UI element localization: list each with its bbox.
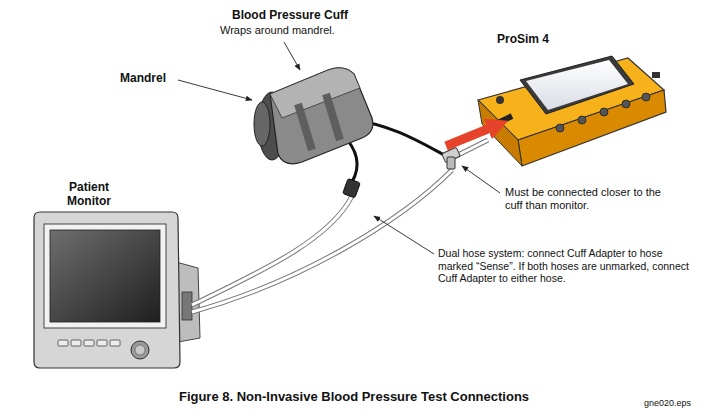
insert-arrow bbox=[446, 124, 500, 146]
note: Must be connected closer to the cuff tha… bbox=[505, 186, 663, 212]
part-note: Wraps around mandrel. bbox=[220, 24, 370, 37]
part-name: ProSim 4 bbox=[497, 32, 577, 46]
part-name: Patient Monitor bbox=[56, 180, 122, 209]
part-name: Blood Pressure Cuff bbox=[232, 8, 372, 22]
prosim-4 bbox=[478, 56, 666, 166]
part-name: Mandrel bbox=[120, 71, 180, 85]
t-connector bbox=[442, 147, 461, 169]
note: Dual hose system: connect Cuff Adapter t… bbox=[438, 247, 700, 285]
figure-caption: Figure 8. Non-Invasive Blood Pressure Te… bbox=[84, 389, 624, 405]
file-name: gne020.eps bbox=[644, 398, 704, 409]
cuff-on-mandrel bbox=[254, 68, 373, 164]
white-hoses bbox=[192, 140, 488, 312]
patient-monitor bbox=[34, 212, 200, 368]
hose-connector bbox=[343, 178, 361, 197]
leader-lines bbox=[178, 42, 500, 254]
